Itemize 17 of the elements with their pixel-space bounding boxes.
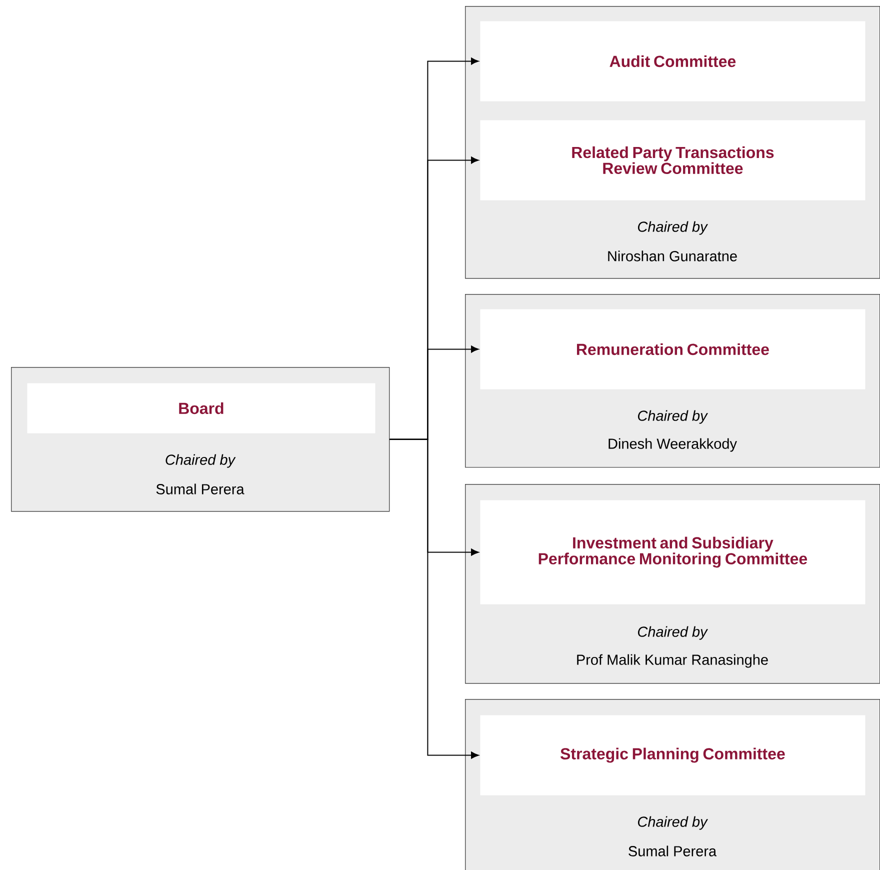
- title-box: Audit Committee: [480, 21, 866, 102]
- title-box: Strategic Planning Committee: [480, 715, 866, 796]
- chair-name: Sumal Perera: [156, 484, 244, 494]
- title-box: Related Party Transactions Review Committee: [480, 120, 866, 200]
- chair-name: Niroshan Gunaratne: [608, 250, 737, 262]
- chair-name: Prof Malik Kumar Ranasinghe: [577, 654, 768, 668]
- title-box: Investment and Subsidiary Performance Monitoring Committee: [480, 500, 866, 604]
- chair-name: Sumal Perera: [628, 846, 717, 856]
- chaired-by-label: Chaired by: [638, 221, 708, 235]
- chaired-by-label: Chaired by: [638, 410, 708, 424]
- chair-name: Dinesh Weerakkody: [608, 438, 737, 452]
- title-box: Board: [27, 383, 376, 434]
- chaired-by-label: Chaired by: [638, 816, 708, 830]
- chaired-by-label: Chaired by: [638, 626, 708, 640]
- title-box: Remuneration Committee: [480, 309, 866, 390]
- arrow: [389, 438, 479, 759]
- chaired-by-label: Chaired by: [166, 454, 236, 468]
